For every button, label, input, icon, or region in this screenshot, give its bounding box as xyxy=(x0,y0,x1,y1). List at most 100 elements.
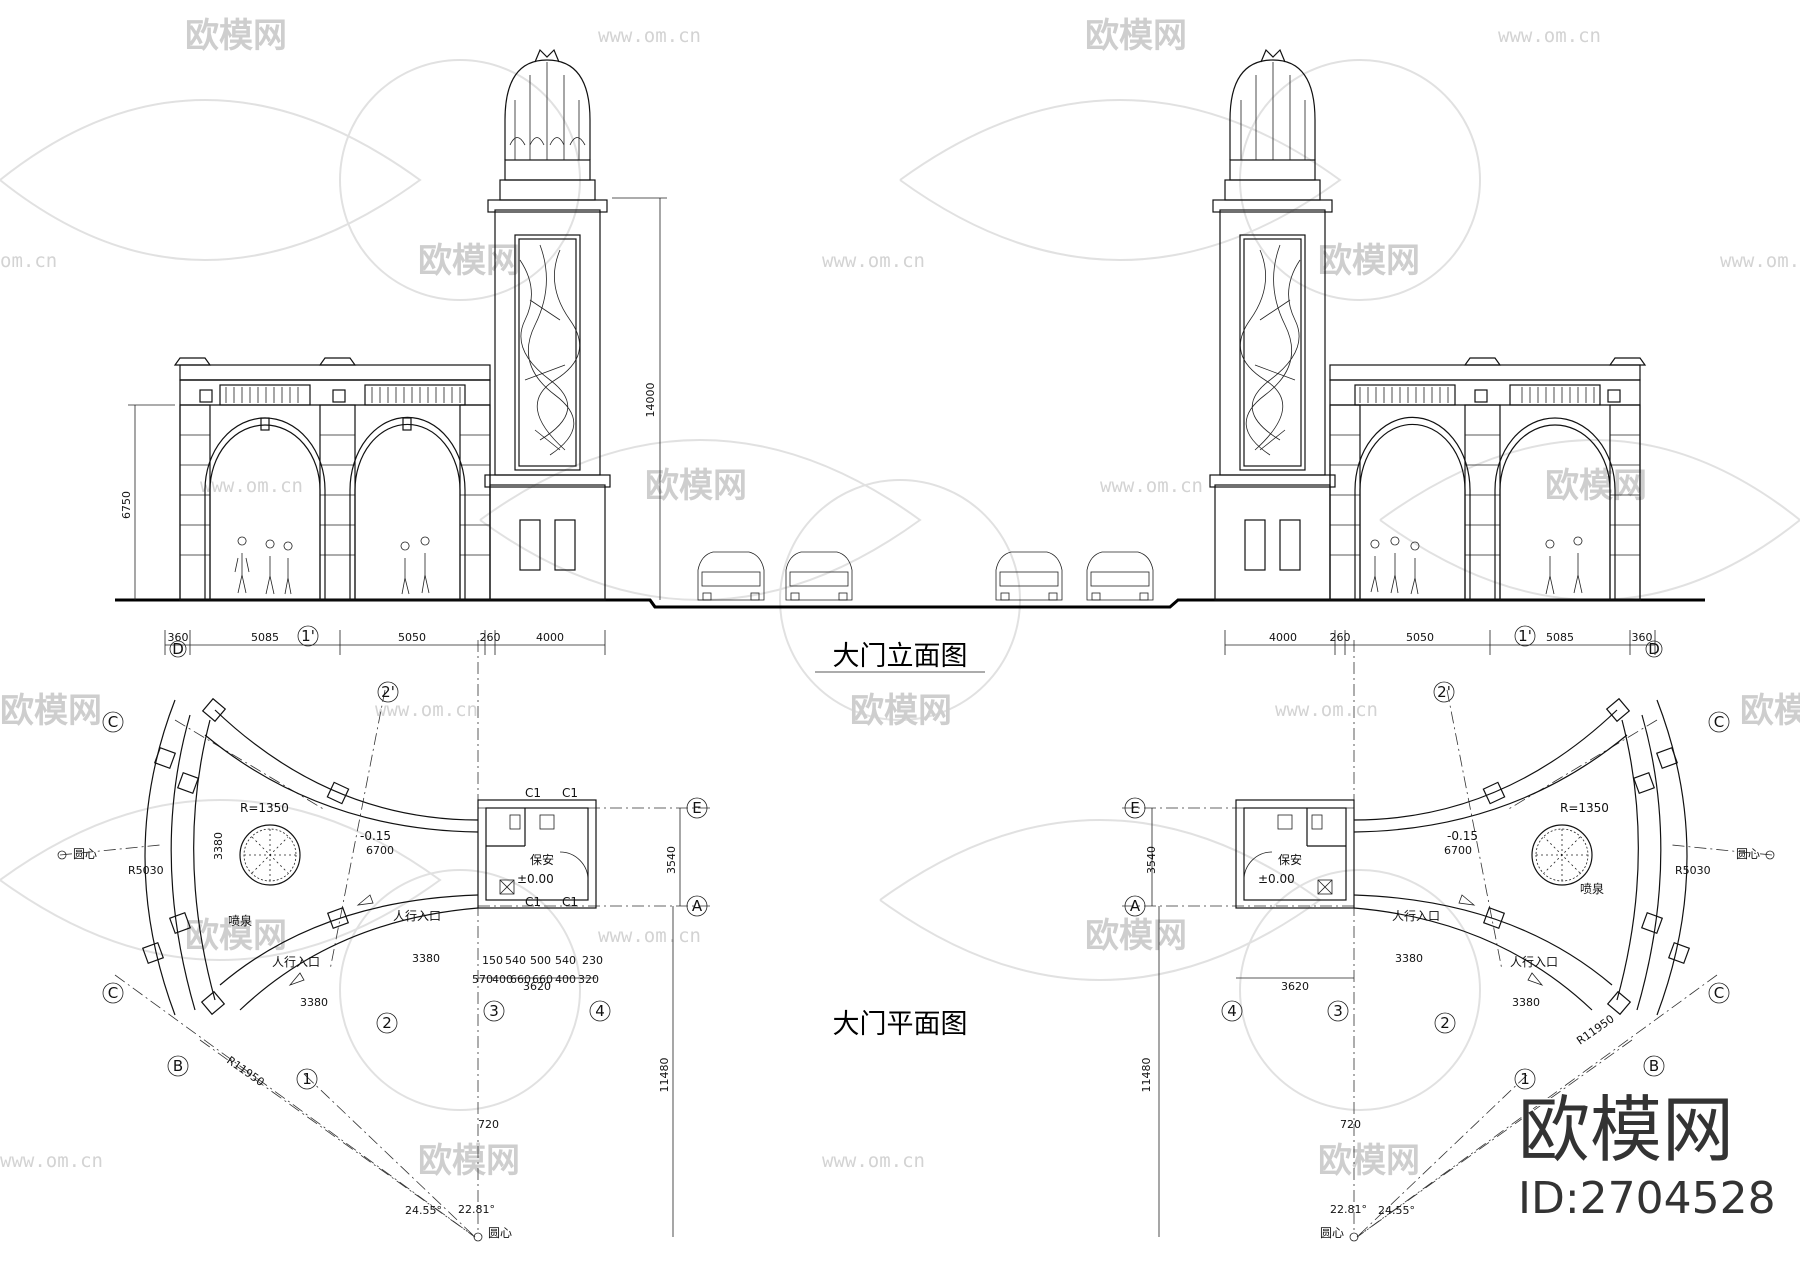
elevation-dims-left: 360 5085 5050 260 4000 D 1' xyxy=(164,625,606,658)
label-center: 圆心 xyxy=(73,847,97,861)
label-window: C1 xyxy=(525,895,541,909)
axis-4: 4 xyxy=(1227,1002,1237,1020)
dim-right-1: 260 xyxy=(1330,631,1351,644)
wm-brand: 欧模网 xyxy=(1740,691,1800,731)
dim-3380: 3380 xyxy=(412,952,440,965)
label-fountain-radius: R=1350 xyxy=(240,801,289,815)
dim-right-4: 360 xyxy=(1632,631,1653,644)
dim-11480: 11480 xyxy=(1140,1058,1153,1093)
dim-r5030: R5030 xyxy=(1675,864,1711,877)
axis-c: C xyxy=(1714,713,1724,731)
dim-row-upper-2: 500 xyxy=(530,954,551,967)
dim-row-bottom-2: 660 xyxy=(510,973,531,986)
axis-c: C xyxy=(108,713,118,731)
dim-row-bottom-3: 660 xyxy=(532,973,553,986)
label-guard: 保安 xyxy=(530,852,554,867)
wm-brand: 欧模网 xyxy=(1085,916,1187,956)
plan-title: 大门平面图 xyxy=(833,1009,968,1040)
label-center: 圆心 xyxy=(1736,847,1760,861)
dim-right-3: 5085 xyxy=(1546,631,1574,644)
dim-row-upper-4: 230 xyxy=(582,954,603,967)
dim-angle-b: 24.55° xyxy=(405,1204,442,1217)
dim-row-bottom-1: 400 xyxy=(492,973,513,986)
dim-height-tower: 14000 xyxy=(644,383,657,418)
brand-logo-text: 欧模网 xyxy=(1518,1088,1734,1172)
elevation-title: 大门立面图 xyxy=(833,641,968,672)
dim-left-0: 360 xyxy=(168,631,189,644)
plan-right xyxy=(1122,640,1775,1242)
people-figures-left xyxy=(234,536,430,595)
elevation-right-gate xyxy=(1209,48,1647,601)
wm-brand: 欧模网 xyxy=(645,466,747,506)
elevation-left-gate: 6750 14000 xyxy=(120,48,667,601)
dim-6700: 6700 xyxy=(1444,844,1472,857)
axis-3: 3 xyxy=(489,1002,499,1020)
label-entry: 人行入口 xyxy=(272,955,320,969)
dim-left-2: 5050 xyxy=(398,631,426,644)
wm-url: www.om.cn xyxy=(1100,475,1203,497)
dim-row-bottom-4: 400 xyxy=(555,973,576,986)
axis-1p-left: 1' xyxy=(301,627,315,645)
dim-3380: 3380 xyxy=(212,832,225,860)
label-entry: 人行入口 xyxy=(393,909,441,923)
axis-c: C xyxy=(108,984,118,1002)
axis-2: 2 xyxy=(1440,1014,1450,1032)
dim-720: 720 xyxy=(478,1118,499,1131)
wm-url: www.om.cn xyxy=(1275,699,1378,721)
label-center: 圆心 xyxy=(488,1226,512,1240)
wm-brand: 欧模网 xyxy=(1085,16,1187,56)
wm-url: www.om.cn xyxy=(598,925,701,947)
axis-a: A xyxy=(692,897,703,915)
wm-url: www.om.cn xyxy=(822,250,925,272)
dim-row-upper-3: 540 xyxy=(555,954,576,967)
wm-url: www.om.cn xyxy=(1498,25,1601,47)
dim-height-small: 6750 xyxy=(120,491,133,519)
axis-2p: 2' xyxy=(1437,683,1451,701)
axis-e: E xyxy=(692,799,701,817)
wm-url: www.om.cn xyxy=(200,475,303,497)
axis-3: 3 xyxy=(1333,1002,1343,1020)
dim-r11950: R11950 xyxy=(224,1054,266,1089)
ground-line xyxy=(115,598,1705,609)
label-window: C1 xyxy=(562,786,578,800)
wm-brand: 欧模网 xyxy=(185,16,287,56)
axis-d-left: D xyxy=(172,640,184,658)
label-level-down: -0.15 xyxy=(1447,829,1478,843)
axis-4: 4 xyxy=(595,1002,605,1020)
label-center: 圆心 xyxy=(1320,1226,1344,1240)
cars xyxy=(697,551,1154,601)
dim-right-0: 4000 xyxy=(1269,631,1297,644)
plan-right-labels: E A 3 4 2' 2 1 C C B 保安 ±0.00 喷泉 喷泉 R=13… xyxy=(1130,683,1760,1240)
dim-angle-a: 22.81° xyxy=(458,1203,495,1216)
dim-row-upper-0: 150 xyxy=(482,954,503,967)
label-fountain: 喷泉 xyxy=(228,914,252,928)
dim-3380: 3380 xyxy=(1512,996,1540,1009)
axis-b: B xyxy=(1649,1057,1659,1075)
dim-left-4: 4000 xyxy=(536,631,564,644)
dim-row-bottom-0: 570 xyxy=(472,973,493,986)
dim-720: 720 xyxy=(1340,1118,1361,1131)
wm-url: om.cn xyxy=(0,250,57,272)
dim-left-1: 5085 xyxy=(251,631,279,644)
label-level: ±0.00 xyxy=(1258,872,1295,886)
label-fountain-radius: R=1350 xyxy=(1560,801,1609,815)
axis-c: C xyxy=(1714,984,1724,1002)
axis-a: A xyxy=(1130,897,1141,915)
dim-right-2: 5050 xyxy=(1406,631,1434,644)
wm-brand: 欧模网 xyxy=(1545,466,1647,506)
label-window: C1 xyxy=(525,786,541,800)
dim-angle-b: 24.55° xyxy=(1378,1204,1415,1217)
wm-brand: 欧模网 xyxy=(1318,241,1420,281)
dim-angle-a: 22.81° xyxy=(1330,1203,1367,1216)
elevation-dims-right: 4000 260 5050 5085 360 1' D xyxy=(1224,625,1663,658)
dim-11480: 11480 xyxy=(658,1058,671,1093)
dim-r11950: R11950 xyxy=(1574,1012,1616,1047)
label-entry: 人行入口 xyxy=(1392,909,1440,923)
axis-e: E xyxy=(1130,799,1139,817)
dim-3540: 3540 xyxy=(665,846,678,874)
wm-url: www.om.cn xyxy=(0,1150,103,1172)
dim-3620: 3620 xyxy=(1281,980,1309,993)
wm-url: www.om.cn xyxy=(598,25,701,47)
axis-1p-right: 1' xyxy=(1518,627,1532,645)
